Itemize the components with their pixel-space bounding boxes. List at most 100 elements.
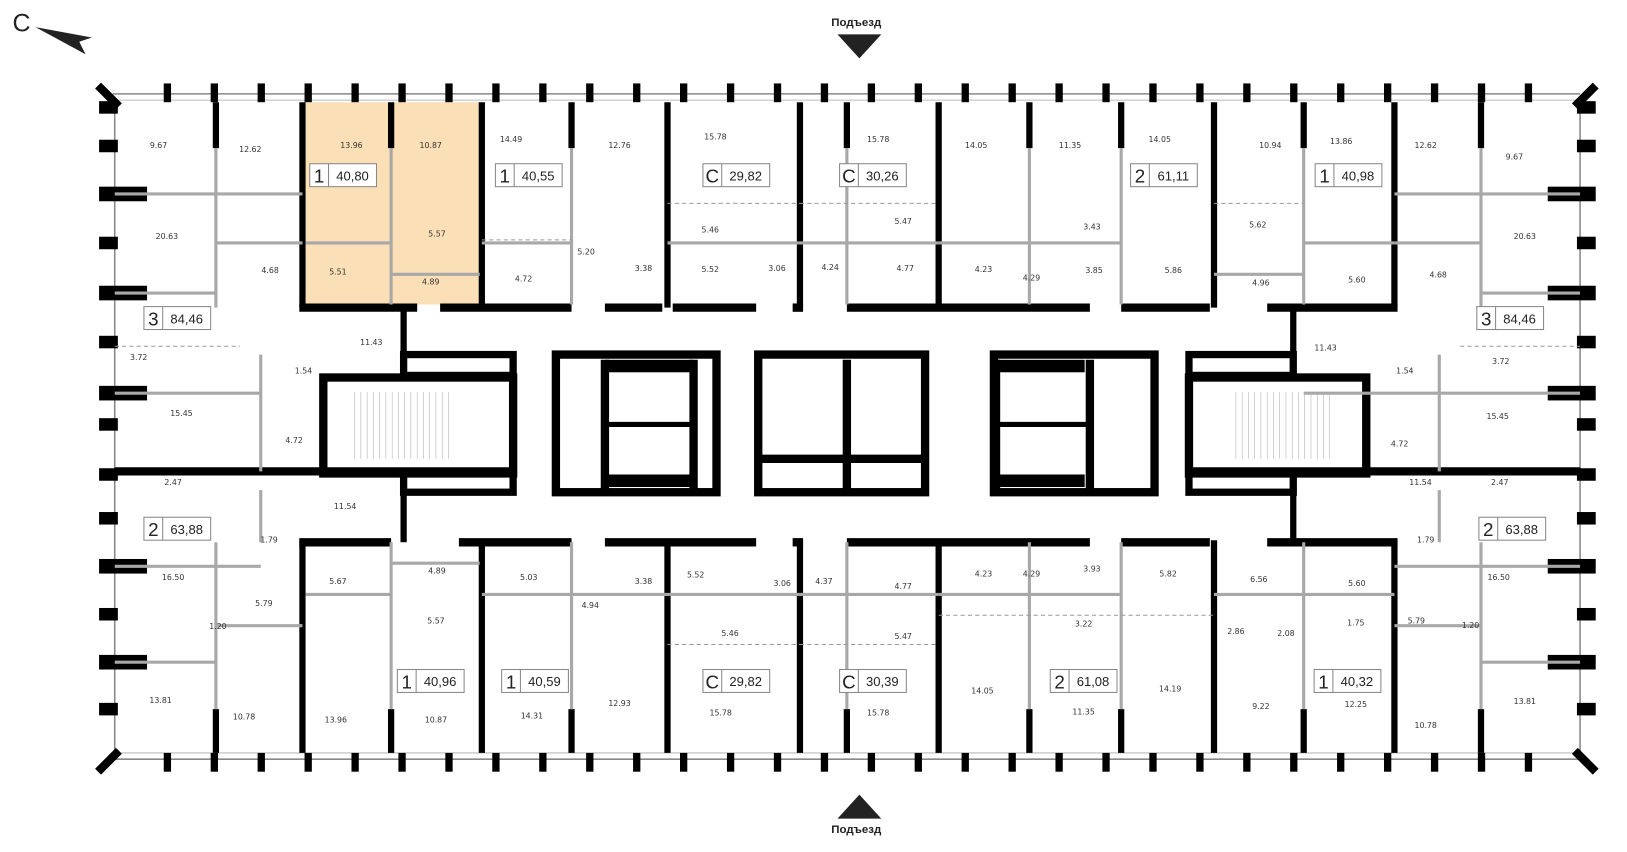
apartment-type: 1 [506, 671, 516, 692]
north-arrow-icon [35, 27, 92, 55]
room-area-label: 10.94 [1259, 141, 1281, 150]
room-area-label: 13.81 [1514, 697, 1536, 706]
room-area-label: 5.86 [1165, 266, 1182, 275]
room-area-label: 3.85 [1085, 266, 1102, 275]
core-block [1185, 350, 1297, 380]
room-area-label: 9.22 [1252, 702, 1269, 711]
apartment-badge[interactable]: С 30,26 [839, 163, 907, 188]
facade-column [99, 101, 118, 114]
facade-column [1576, 512, 1596, 525]
apartment-area: 30,26 [866, 168, 899, 183]
facade-column [586, 752, 594, 772]
facade-column [1576, 236, 1596, 250]
facade-column [586, 83, 594, 103]
room-area-label: 14.31 [521, 712, 543, 721]
facade-column [1337, 752, 1345, 772]
badge-frame [494, 163, 563, 188]
facade-column [1055, 83, 1063, 103]
elevator-wall [604, 359, 694, 373]
facade-column [1576, 101, 1596, 114]
apartment-type: 2 [1135, 165, 1145, 186]
badge-frame [1476, 306, 1545, 331]
entrance-top-arrow-icon[interactable] [837, 34, 882, 59]
apartment-type: С [706, 165, 720, 186]
room-area-label: 12.62 [239, 145, 261, 154]
room-area-label: 3.72 [130, 353, 147, 362]
facade-column [539, 752, 547, 772]
room-area-label: 1.20 [209, 622, 226, 631]
room-area-label: 20.63 [156, 232, 178, 241]
apartment-type: С [842, 165, 856, 186]
facade-column [1576, 468, 1596, 481]
room-area-label: 4.24 [821, 263, 838, 272]
room-area-label: 15.78 [704, 133, 726, 142]
room-area-label: 15.45 [1486, 412, 1508, 421]
core-block [399, 350, 517, 380]
facade-column [492, 752, 500, 772]
apartment-area: 84,46 [170, 311, 203, 326]
room-area-label: 13.96 [325, 716, 347, 725]
room-area-label: 11.54 [334, 502, 356, 511]
room-area-label: 9.67 [1506, 153, 1523, 162]
facade-column [210, 752, 218, 772]
facade-column [492, 83, 500, 103]
room-area-label: 14.19 [1159, 684, 1181, 693]
apartment-type: 2 [148, 519, 158, 540]
facade-column [99, 418, 118, 431]
core-block [551, 350, 721, 497]
entrance-bottom-arrow-icon[interactable] [837, 794, 882, 819]
room-area-label: 4.89 [428, 567, 445, 576]
facade-column [1290, 752, 1298, 772]
apartment-area: 63,88 [170, 522, 203, 537]
room-area-label: 5.79 [1408, 617, 1425, 626]
facade-column [961, 752, 969, 772]
facade-column [1149, 752, 1157, 772]
room-area-label: 5.67 [329, 577, 346, 586]
badge-frame [396, 668, 465, 693]
room-area-label: 14.05 [1149, 135, 1171, 144]
elevator-wall [996, 359, 1085, 373]
room-area-label: 5.47 [894, 632, 911, 641]
room-area-label: 13.96 [340, 141, 362, 150]
facade-column [351, 752, 359, 772]
facade-column [1008, 83, 1016, 103]
elevator-wall [604, 474, 694, 488]
room-area-label: 14.05 [965, 141, 987, 150]
badge-frame [702, 163, 771, 188]
apartment-area: 40,59 [528, 674, 561, 689]
room-area-label: 3.72 [1492, 357, 1509, 366]
room-area-label: 4.72 [285, 436, 302, 445]
room-area-label: 4.94 [582, 601, 599, 610]
apartment-type: 1 [500, 165, 510, 186]
room-area-label: 1.79 [1417, 535, 1434, 544]
room-area-label: 15.78 [867, 135, 889, 144]
facade-column [1196, 752, 1204, 772]
facade-column [99, 236, 118, 250]
facade-column [1477, 83, 1486, 103]
apartment-area: 61,08 [1077, 674, 1110, 689]
room-area-label: 2.47 [164, 478, 181, 487]
room-area-label: 15.45 [170, 409, 192, 418]
apartment-type: 1 [402, 671, 412, 692]
facade-column [773, 83, 782, 103]
core-block [1185, 467, 1297, 496]
room-area-label: 12.25 [1345, 700, 1367, 709]
room-area-label: 3.43 [1083, 222, 1100, 231]
room-area-label: 9.67 [150, 141, 167, 150]
